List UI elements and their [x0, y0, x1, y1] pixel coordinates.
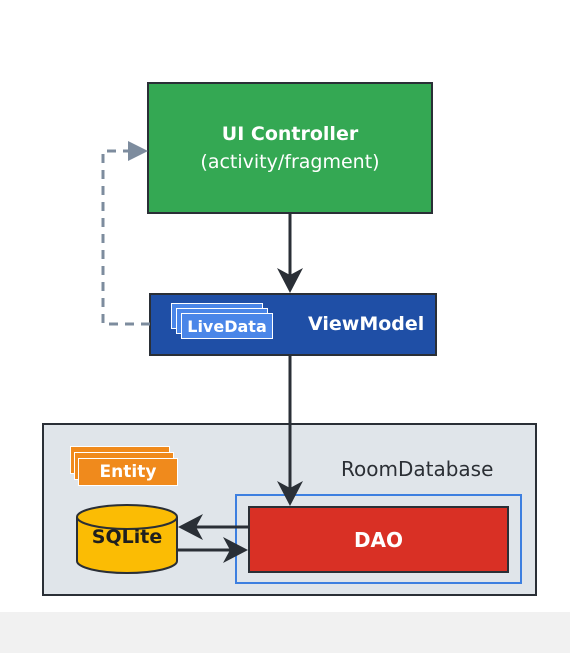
dao-label: DAO	[353, 527, 404, 552]
entity-label: Entity	[99, 462, 157, 482]
bottom-band	[0, 612, 570, 653]
dao-to-sqlite-arrow	[178, 514, 248, 540]
controller-to-viewmodel-arrow	[277, 214, 303, 293]
ui-controller-subtitle: (activity/fragment)	[200, 151, 380, 173]
room-database-label: RoomDatabase	[341, 457, 494, 481]
ui-controller-box: UI Controller (activity/fragment)	[147, 82, 433, 214]
livedata-card: LiveData	[181, 313, 273, 339]
dao-box: DAO	[248, 506, 509, 573]
viewmodel-to-dao-arrow	[277, 356, 303, 506]
ui-controller-title: UI Controller	[221, 123, 359, 145]
entity-card: Entity	[78, 458, 178, 486]
livedata-label: LiveData	[187, 316, 267, 336]
livedata-observer-dashed-arrow	[101, 141, 150, 326]
sqlite-to-dao-arrow	[177, 537, 248, 563]
dao-outline	[235, 494, 522, 584]
viewmodel-label: ViewModel	[308, 313, 425, 335]
sqlite-label: SQLite	[91, 526, 163, 548]
sqlite-database-icon	[76, 504, 178, 574]
viewmodel-box: LiveData ViewModel	[149, 293, 437, 356]
